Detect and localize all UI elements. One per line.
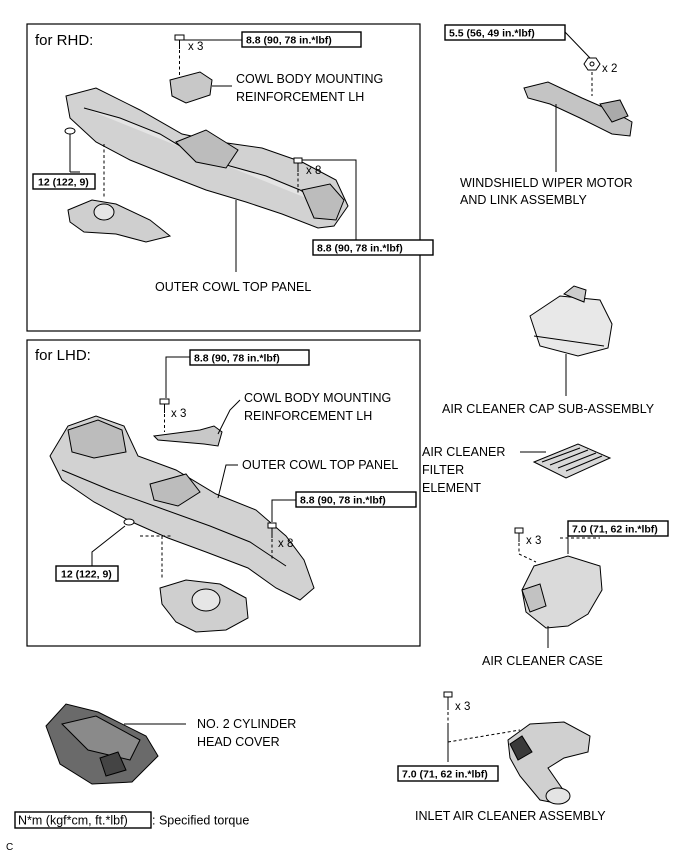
lhd-panel-label: OUTER COWL TOP PANEL — [242, 458, 398, 472]
lhd-panel-frame — [26, 339, 421, 647]
inlet-part — [507, 721, 591, 805]
inlet-qty: x 3 — [455, 701, 470, 713]
rhd-panel-header: for RHD: — [35, 32, 93, 49]
lhd-right-qty: x 8 — [278, 538, 293, 550]
lhd-top-bolt-icon — [159, 398, 170, 413]
case-torque-box — [567, 520, 669, 537]
wiper-torque-leader — [564, 31, 591, 59]
rhd-right-qty: x 8 — [306, 165, 321, 177]
air-cleaner-case-group: x 3 7.0 (71, 62 in.*lbf) AIR CLEANER CAS… — [482, 520, 669, 668]
rhd-left-torque-box — [32, 173, 96, 190]
head-cover-label-2: HEAD COVER — [197, 735, 280, 749]
lhd-top-qty: x 3 — [171, 408, 186, 420]
legend-text: : Specified torque — [152, 814, 249, 828]
lhd-reinforcement-label-2: REINFORCEMENT LH — [244, 409, 372, 423]
rhd-right-torque: 8.8 (90, 78 in.*lbf) — [317, 243, 403, 255]
air-cleaner-cap-label: AIR CLEANER CAP SUB-ASSEMBLY — [442, 402, 655, 416]
lhd-reinforcement-label-1: COWL BODY MOUNTING — [244, 391, 391, 405]
filter-group: AIR CLEANER FILTER ELEMENT — [422, 443, 612, 495]
lhd-reinforcement-part — [152, 425, 223, 447]
lhd-top-torque-leader — [165, 356, 190, 398]
air-cleaner-case-part — [521, 555, 603, 629]
rhd-reinforcement-label-1: COWL BODY MOUNTING — [236, 72, 383, 86]
air-cleaner-cap-part — [529, 295, 613, 357]
legend: N*m (kgf*cm, ft.*lbf) : Specified torque — [14, 811, 249, 829]
filter-element-part — [532, 443, 612, 479]
case-label: AIR CLEANER CASE — [482, 654, 603, 668]
rhd-panel: for RHD: x 3 8.8 (90, 78 in.*lbf) COWL B… — [26, 23, 434, 332]
filter-label-2: FILTER — [422, 463, 464, 477]
lhd-panel: for LHD: 8.8 (90, 78 in.*lbf) x 3 COWL B… — [26, 339, 421, 647]
lhd-clip-icon — [123, 518, 135, 526]
wiper-torque: 5.5 (56, 49 in.*lbf) — [449, 28, 535, 40]
lhd-left-leader — [91, 525, 126, 566]
air-cleaner-cap-group: AIR CLEANER CAP SUB-ASSEMBLY — [442, 285, 655, 416]
wiper-motor-part — [523, 81, 633, 137]
rhd-top-qty: x 3 — [188, 41, 203, 53]
rhd-left-torque: 12 (122, 9) — [38, 177, 89, 189]
lhd-panel-header: for LHD: — [35, 347, 91, 364]
inlet-bolt-icon — [443, 691, 453, 710]
rhd-reinforcement-label-2: REINFORCEMENT LH — [236, 90, 364, 104]
rhd-reinforcement-part — [169, 71, 213, 104]
lhd-outer-cowl-panel — [49, 415, 315, 601]
wiper-qty: x 2 — [602, 63, 617, 75]
lhd-left-torque-box — [55, 565, 119, 582]
rhd-panel-label: OUTER COWL TOP PANEL — [155, 280, 311, 294]
wiper-nut-icon — [583, 57, 601, 71]
inlet-torque: 7.0 (71, 62 in.*lbf) — [402, 769, 488, 781]
lhd-right-torque-leader — [271, 499, 296, 522]
legend-unit-box — [14, 811, 152, 829]
corner-code: C — [6, 842, 13, 853]
head-cover-label-1: NO. 2 CYLINDER — [197, 717, 296, 731]
inlet-torque-box — [397, 765, 499, 782]
head-cover-group: NO. 2 CYLINDER HEAD COVER — [45, 703, 296, 785]
rhd-right-torque-leader — [302, 159, 357, 240]
lhd-top-torque: 8.8 (90, 78 in.*lbf) — [194, 353, 280, 365]
rhd-clip-icon — [64, 127, 76, 135]
case-torque: 7.0 (71, 62 in.*lbf) — [572, 524, 658, 536]
inlet-label: INLET AIR CLEANER ASSEMBLY — [415, 809, 606, 823]
wiper-group: 5.5 (56, 49 in.*lbf) x 2 WINDSHIELD WIPE… — [444, 24, 633, 207]
legend-unit: N*m (kgf*cm, ft.*lbf) — [18, 814, 128, 828]
filter-label-1: AIR CLEANER — [422, 445, 505, 459]
case-bolt-icon — [514, 527, 524, 542]
rhd-top-bolt-icon — [174, 34, 185, 49]
lhd-right-bolt-icon — [267, 522, 277, 538]
wiper-label-1: WINDSHIELD WIPER MOTOR — [460, 176, 633, 190]
lhd-left-torque: 12 (122, 9) — [61, 569, 112, 581]
rhd-top-torque-box — [241, 31, 362, 48]
case-qty: x 3 — [526, 535, 541, 547]
lhd-reinforcement-leader — [217, 399, 241, 435]
rhd-top-torque: 8.8 (90, 78 in.*lbf) — [246, 35, 332, 47]
filter-label-3: ELEMENT — [422, 481, 481, 495]
lhd-right-torque: 8.8 (90, 78 in.*lbf) — [300, 495, 386, 507]
wiper-label-2: AND LINK ASSEMBLY — [460, 193, 588, 207]
lhd-panel-leader — [217, 464, 238, 499]
rhd-panel-frame — [26, 23, 421, 332]
inlet-group: x 3 7.0 (71, 62 in.*lbf) INLET AIR CLEAN… — [397, 691, 606, 823]
rhd-bracket-part — [67, 199, 172, 243]
rhd-right-torque-box — [312, 239, 434, 256]
